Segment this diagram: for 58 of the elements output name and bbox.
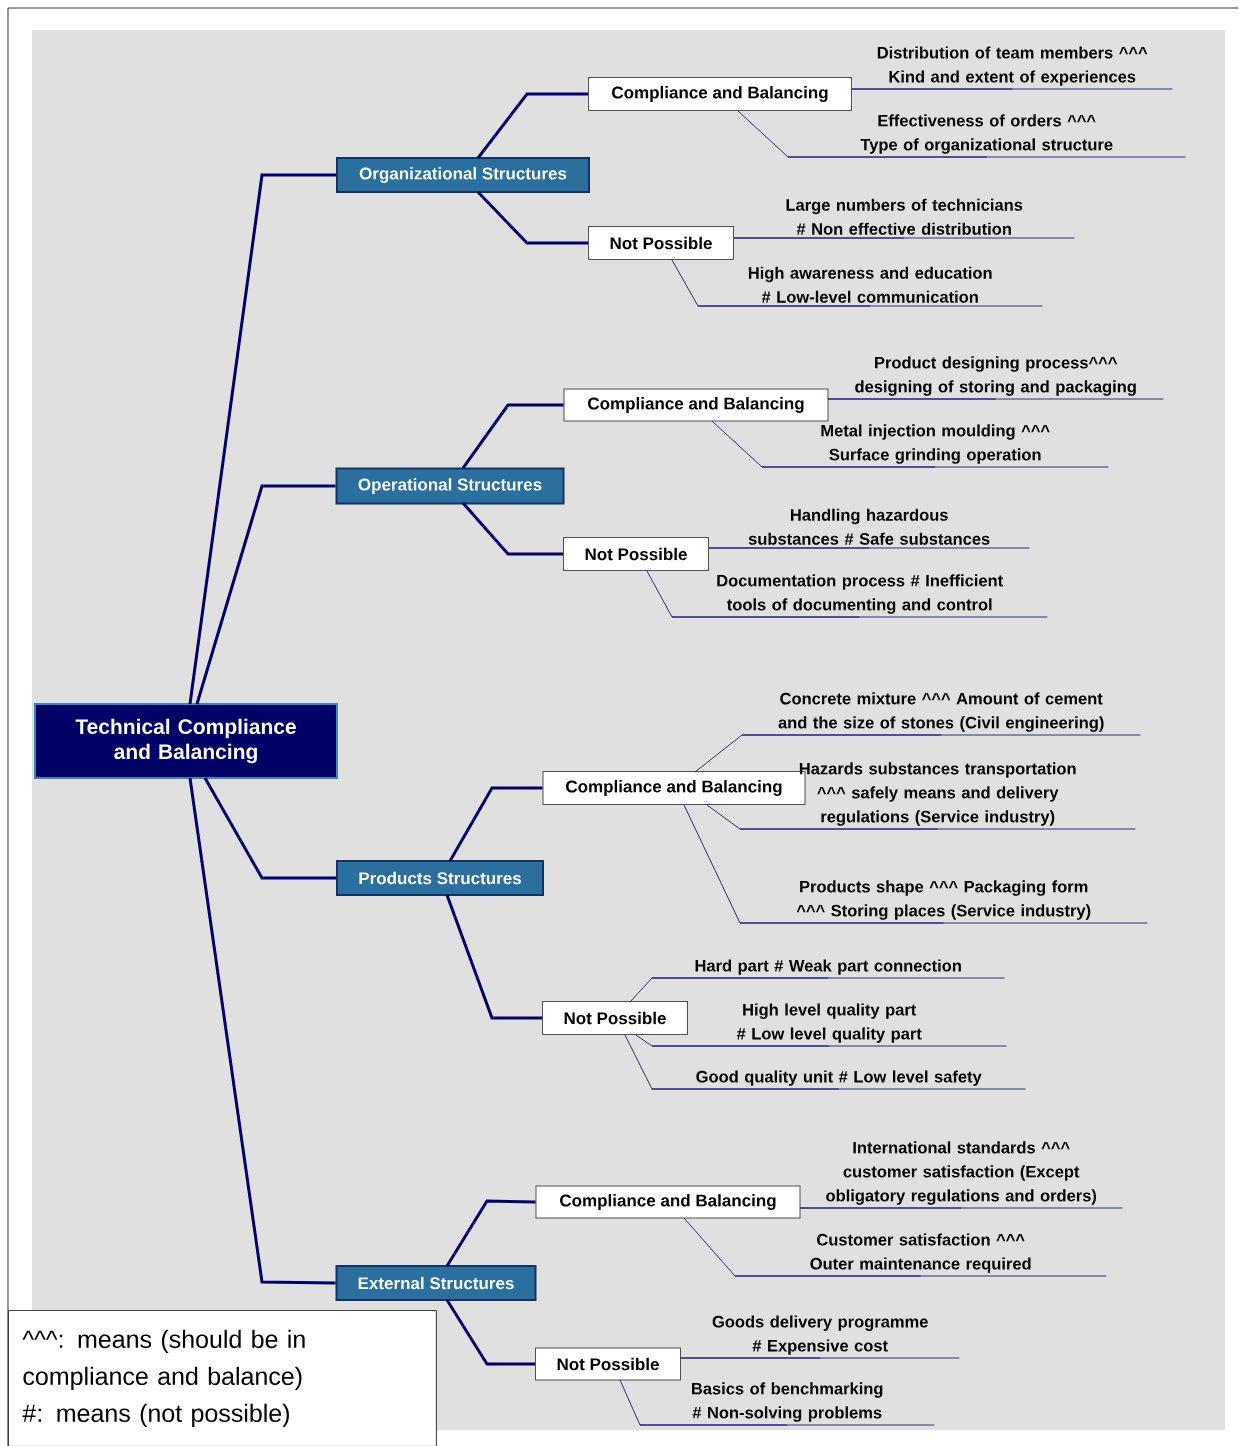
connector-line <box>683 1217 922 1277</box>
connector-line <box>624 1034 840 1090</box>
connector-line <box>827 398 997 400</box>
category-box: Products Structures <box>336 860 544 896</box>
connector-line <box>188 777 336 1285</box>
branch-box: Not Possible <box>535 1347 681 1381</box>
legend-box: ^^^: means (should be in compliance and balance) #: means (not possible) <box>8 1310 437 1446</box>
branch-label: Metal injection moulding ^^^ Surface grinding operation <box>761 424 1109 468</box>
branch-box: Compliance and Balancing <box>535 1185 801 1219</box>
connector-line <box>733 237 905 239</box>
branch-box: Compliance and Balancing <box>563 388 829 422</box>
branch-box: Not Possible <box>588 226 734 260</box>
connector-line <box>445 1199 536 1267</box>
connector-line <box>671 259 871 307</box>
connector-line <box>195 484 336 705</box>
branch-label: Goods delivery programme # Expensive cost <box>680 1315 960 1359</box>
connector-line <box>708 547 870 549</box>
category-box: Organizational Structures <box>336 157 590 193</box>
connector-line <box>706 804 939 830</box>
connector-line <box>188 173 336 705</box>
branch-box: Not Possible <box>563 537 709 571</box>
connector-line <box>476 190 588 245</box>
connector-line <box>683 804 945 924</box>
branch-label: Products shape ^^^ Packaging form ^^^ Storing places (Service industry) <box>739 880 1148 924</box>
connector-line <box>203 777 336 880</box>
connector-line <box>851 88 1013 90</box>
branch-label: Customer satisfaction ^^^ Outer maintenance required <box>734 1233 1107 1277</box>
branch-label: Product designing process^^^ designing of storing and packaging <box>827 356 1164 400</box>
connector-line <box>445 894 542 1020</box>
branch-label: Effectiveness of orders ^^^ Type of organizational structure <box>787 114 1186 158</box>
connector-line <box>619 1379 788 1426</box>
category-box: External Structures <box>335 1265 537 1301</box>
connector-line <box>799 1207 962 1209</box>
connector-line <box>711 420 936 468</box>
connector-line <box>476 92 588 159</box>
category-box: Operational Structures <box>335 467 565 505</box>
connector-line <box>629 977 829 1003</box>
branch-label: Distribution of team members ^^^ Kind and extent of experiences <box>851 46 1173 90</box>
branch-label: Handling hazardous substances # Safe substances <box>708 508 1030 549</box>
connector-line <box>694 734 942 773</box>
branch-label: High awareness and education # Low-level communication <box>697 266 1043 307</box>
branch-label: Large numbers of technicians # Non effective distribution <box>733 198 1075 239</box>
branch-label: International standards ^^^ customer satisfaction (Except obligatory regulations and orders) <box>799 1141 1123 1209</box>
branch-label: Concrete mixture ^^^ Amount of cement and the size of stones (Civil engineering) <box>741 692 1141 736</box>
connector-line <box>680 1357 821 1359</box>
connector-line <box>737 110 988 158</box>
connector-line <box>461 502 563 556</box>
connector-line <box>646 570 861 618</box>
branch-label: Good quality unit # Low level safety <box>651 1070 1026 1090</box>
branch-label: Documentation process # Inefficient tools of documenting and control <box>671 574 1048 618</box>
branch-label: Hard part # Weak part connection <box>651 959 1005 979</box>
branch-box: Compliance and Balancing <box>588 77 852 111</box>
connector-line <box>461 403 564 469</box>
connector-line <box>635 1034 830 1047</box>
branch-label: Basics of benchmarking # Non-solving problems <box>639 1382 935 1426</box>
connector-line <box>448 786 543 862</box>
root-box: Technical Compliance and Balancing <box>34 703 338 779</box>
branch-box: Not Possible <box>542 1001 688 1035</box>
